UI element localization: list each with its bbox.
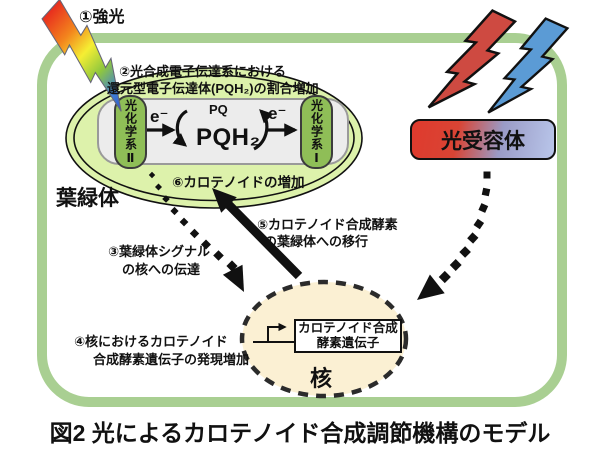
photosystem2-label: 光化学系Ⅱ <box>123 98 138 166</box>
red-light-bolt-icon <box>427 9 518 109</box>
step3-text-line2: の核への伝達 <box>122 262 201 277</box>
step4-text-line2: 合成酵素遺伝子の発現増加 <box>93 352 250 367</box>
pqh2-label: PQH₂ <box>196 124 261 151</box>
step4-text-line1: ④核におけるカロテノイド <box>74 334 228 349</box>
gene-box-line2: 酵素遺伝子 <box>316 336 380 350</box>
photosystem2-box <box>114 95 147 169</box>
nucleus-label: 核 <box>310 366 333 391</box>
enzyme-transport-arrow <box>212 188 303 280</box>
pq-reduction-arrow <box>172 109 188 147</box>
chloroplast-inner-membrane <box>73 74 355 202</box>
step3-text-line1: ③葉緑体シグナル <box>108 244 211 259</box>
photosystem1-label: 光化学系Ⅰ <box>309 98 324 166</box>
step2-text-line1: ②光合成電子伝達系における <box>119 64 287 79</box>
strong-light-bolt-icon <box>41 0 122 112</box>
photoreceptor-box: 光受容体 <box>410 119 556 160</box>
electron-label-left: e⁻ <box>150 107 169 126</box>
step1-strong-light-label: ①強光 <box>79 9 125 26</box>
carotenoid-gene-box: カロテノイド合成 酵素遺伝子 <box>294 319 402 353</box>
photosystem1-box <box>300 95 333 169</box>
step5-text-line2: の葉緑体への移行 <box>264 234 369 249</box>
transcription-start-arrow <box>267 322 287 342</box>
chloroplast-label: 葉緑体 <box>56 187 119 210</box>
thylakoid-membrane <box>97 98 349 165</box>
photoreceptor-signal-arrow <box>417 171 491 300</box>
step5-text-line1: ⑤カロテノイド合成酵素 <box>257 217 398 232</box>
pq-label: PQ <box>209 102 228 117</box>
step2-text-line2: 還元型電子伝達体(PQH₂)の割合増加 <box>107 81 319 96</box>
figure-caption: 図2 光によるカロテノイド合成調節機構のモデル <box>49 420 551 446</box>
blue-light-bolt-icon <box>487 17 570 114</box>
step6-carotenoid-increase-label: ⑥カロテノイドの増加 <box>172 175 305 190</box>
chloroplast-signal-arrow <box>148 171 244 292</box>
electron-label-right: e⁻ <box>268 104 287 123</box>
photoreceptor-label: 光受容体 <box>441 129 525 153</box>
gene-box-line1: カロテノイド合成 <box>298 321 398 335</box>
